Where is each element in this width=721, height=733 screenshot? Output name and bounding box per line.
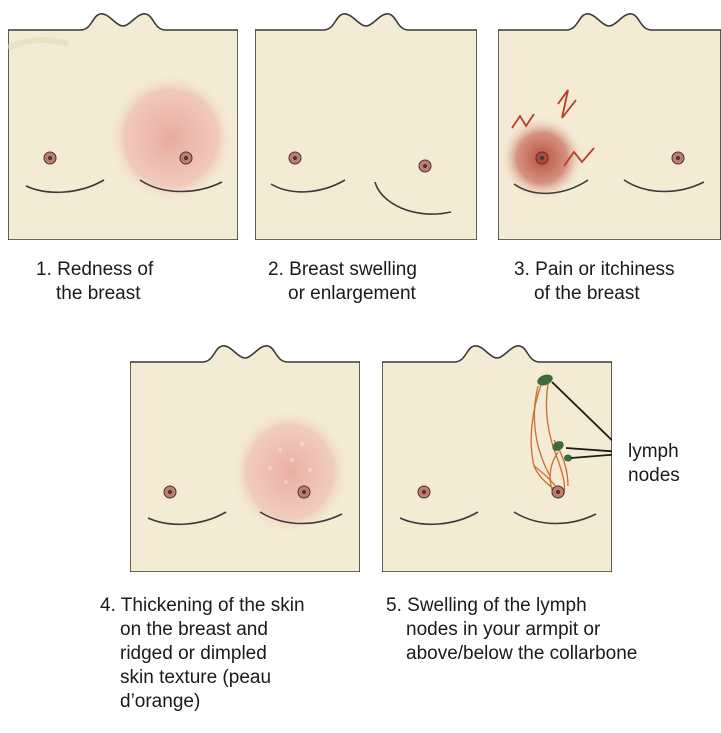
caption-2: 2. Breast swelling or enlargement — [268, 258, 417, 306]
caption-5: 5. Swelling of the lymph nodes in your a… — [386, 594, 637, 666]
lymph-label-line: nodes — [628, 464, 680, 488]
caption-text-line: Breast swelling — [289, 259, 417, 280]
caption-text-line: of the breast — [514, 282, 675, 306]
caption-text-line: or enlargement — [268, 282, 417, 306]
caption-3: 3. Pain or itchiness of the breast — [514, 258, 675, 306]
caption-number: 4. — [100, 595, 116, 616]
torso-illustration-2 — [255, 8, 477, 240]
caption-text-line: d’orange) — [100, 690, 305, 714]
caption-text-line: on the breast and — [100, 618, 305, 642]
torso-illustration-4 — [130, 340, 360, 572]
lymph-nodes-label: lymph nodes — [628, 440, 680, 488]
torso-illustration-5 — [382, 340, 612, 572]
lymph-label-line: lymph — [628, 440, 680, 464]
caption-number: 2. — [268, 259, 284, 280]
caption-1: 1. Redness of the breast — [36, 258, 153, 306]
caption-number: 5. — [386, 595, 402, 616]
caption-number: 1. — [36, 259, 52, 280]
caption-text-line: above/below the collarbone — [386, 642, 637, 666]
caption-text-line: Thickening of the skin — [121, 595, 305, 616]
torso-illustration-1 — [8, 8, 238, 240]
caption-4: 4. Thickening of the skin on the breast … — [100, 594, 305, 714]
caption-text-line: ridged or dimpled — [100, 642, 305, 666]
lymph-node — [564, 455, 572, 462]
caption-text-line: Redness of — [57, 259, 153, 280]
caption-text-line: nodes in your armpit or — [386, 618, 637, 642]
caption-number: 3. — [514, 259, 530, 280]
torso-illustration-3 — [498, 8, 721, 240]
figure-1-redness — [8, 8, 238, 240]
figure-4-thickening — [130, 340, 360, 572]
figure-3-pain-itchiness — [498, 8, 721, 240]
caption-text-line: the breast — [36, 282, 153, 306]
caption-text-line: skin texture (peau — [100, 666, 305, 690]
caption-text-line: Pain or itchiness — [535, 259, 674, 280]
figure-2-swelling — [255, 8, 477, 240]
figure-5-lymph-nodes — [382, 340, 612, 572]
caption-text-line: Swelling of the lymph — [407, 595, 587, 616]
